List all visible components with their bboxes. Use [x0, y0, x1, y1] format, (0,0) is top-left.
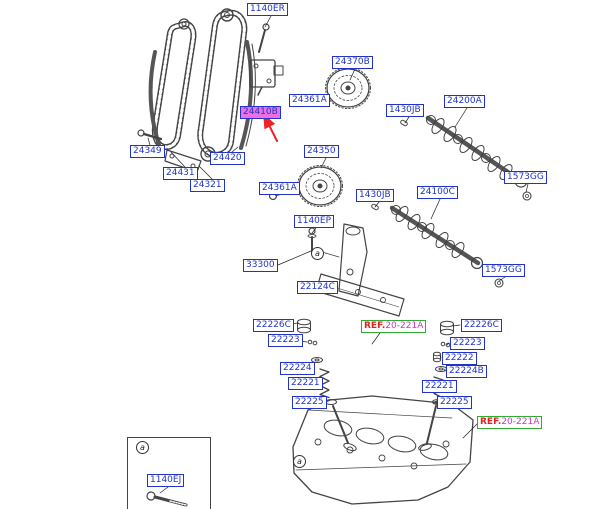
part-label-1140ep[interactable]: 1140EP [294, 215, 335, 228]
ref-callout-2[interactable]: REF.20-221A [477, 416, 543, 429]
part-label-22124c[interactable]: 22124C [297, 281, 338, 294]
part-label-22225-right[interactable]: 22225 [437, 396, 472, 409]
part-label-24349[interactable]: 24349 [130, 145, 165, 158]
part-label-22223-left[interactable]: 22223 [268, 334, 303, 347]
part-label-1573gg[interactable]: 1573GG [504, 171, 547, 184]
cvvt-sprocket-intake [297, 165, 343, 207]
part-label-33300[interactable]: 33300 [243, 259, 278, 272]
part-label-24361a[interactable]: 24361A [289, 94, 330, 107]
part-label-24410b-highlighted[interactable]: 24410B [240, 106, 281, 119]
ref-prefix: REF. [364, 321, 386, 331]
part-label-1573gg-2[interactable]: 1573GG [482, 264, 525, 277]
ref-prefix: REF. [480, 417, 502, 427]
part-label-24350[interactable]: 24350 [304, 145, 339, 158]
ref-code: 20-221A [385, 321, 424, 331]
bolt-1140er [258, 23, 270, 53]
part-label-24431[interactable]: 24431 [163, 167, 198, 180]
part-label-1430jb[interactable]: 1430JB [386, 104, 424, 117]
part-label-24321[interactable]: 24321 [190, 179, 225, 192]
bolt-24349 [137, 129, 163, 141]
cvvt-sprocket-exhaust [325, 67, 371, 109]
inset-frame [127, 437, 211, 509]
part-label-24420[interactable]: 24420 [210, 152, 245, 165]
cylinder-head [292, 395, 474, 505]
timing-chain [151, 8, 248, 162]
part-label-22226c-left[interactable]: 22226C [253, 319, 294, 332]
part-label-24361a-2[interactable]: 24361A [259, 182, 300, 195]
bolt-1140ej [146, 491, 188, 507]
part-label-22222[interactable]: 22222 [442, 352, 477, 365]
ref-code: 20-221A [501, 417, 540, 427]
valve-parts-left [297, 318, 357, 452]
part-label-1140ej[interactable]: 1140EJ [147, 474, 185, 487]
view-marker-a-1: a [311, 247, 324, 260]
part-label-22224[interactable]: 22224 [280, 362, 315, 375]
part-label-22226c-right[interactable]: 22226C [461, 319, 502, 332]
part-label-22221-right[interactable]: 22221 [422, 380, 457, 393]
ref-callout-1[interactable]: REF.20-221A [361, 320, 427, 333]
part-label-1430jb-2[interactable]: 1430JB [356, 189, 394, 202]
part-label-22223-right[interactable]: 22223 [450, 337, 485, 350]
part-label-1140er[interactable]: 1140ER [247, 3, 288, 16]
chain-tensioner [249, 59, 284, 96]
view-marker-a-2: a [293, 455, 306, 468]
tensioner-arm-assembly [321, 223, 368, 297]
view-marker-a-3: a [136, 441, 149, 454]
part-label-24200a[interactable]: 24200A [444, 95, 485, 108]
part-label-22224b[interactable]: 22224B [446, 365, 487, 378]
part-label-24370b[interactable]: 24370B [332, 56, 373, 69]
part-label-24100c[interactable]: 24100C [417, 186, 458, 199]
part-label-22225-left[interactable]: 22225 [292, 396, 327, 409]
part-label-22221-left[interactable]: 22221 [288, 377, 323, 390]
highlight-arrow [263, 113, 278, 142]
chain-guide-right [239, 40, 256, 150]
